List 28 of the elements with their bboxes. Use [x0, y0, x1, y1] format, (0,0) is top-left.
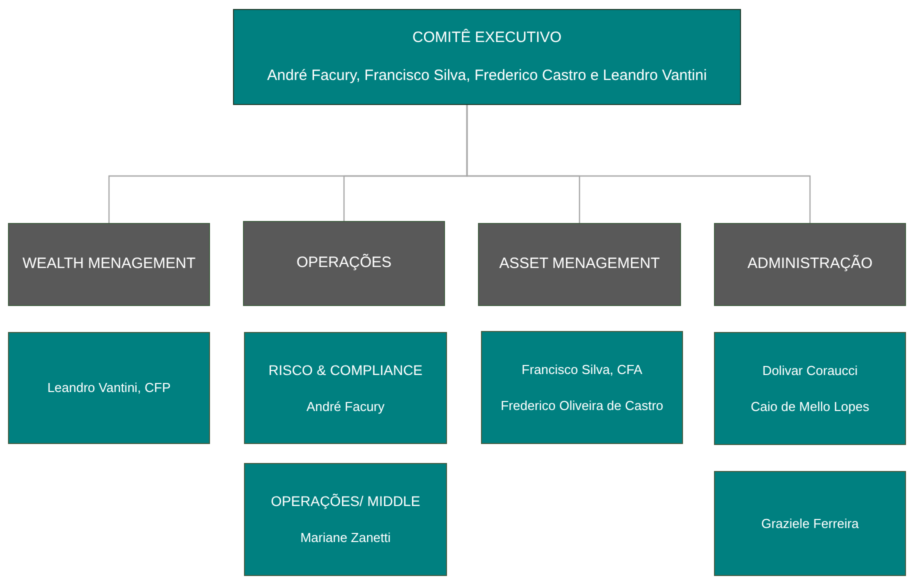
team-box: [8, 332, 210, 444]
department-box: [243, 221, 445, 306]
box-text: Frederico Oliveira de Castro: [500, 396, 664, 414]
box-text: Caio de Mello Lopes: [750, 398, 870, 416]
team-box: [244, 463, 447, 576]
box-text: Leandro Vantini, CFP: [47, 379, 171, 398]
box-text: André Facury: [306, 398, 385, 416]
team-box: [714, 332, 906, 445]
team-box: [481, 331, 683, 444]
connector-line: [466, 105, 811, 223]
box-text: Mariane Zanetti: [300, 529, 391, 548]
box-text: André Facury, Francisco Silva, Frederico Castro e Leandro Vantini: [267, 66, 707, 86]
box-heading: Dolivar Coraucci: [762, 362, 858, 380]
department-box: [8, 223, 210, 306]
box-text: WEALTH MENAGEMENT: [22, 254, 196, 274]
team-box: [244, 332, 447, 444]
box-text: ADMINISTRAÇÃO: [747, 254, 872, 274]
department-box: [714, 223, 906, 306]
team-box: [714, 471, 906, 576]
box-text: Graziele Ferreira: [761, 514, 859, 533]
box-text: ASSET MENAGEMENT: [499, 254, 660, 274]
committee-box: [233, 9, 741, 105]
box-text: OPERAÇÕES: [296, 252, 392, 274]
box-heading: COMITÊ EXECUTIVO: [412, 28, 562, 48]
box-heading: Francisco Silva, CFA: [522, 361, 642, 379]
department-box: [478, 223, 681, 306]
box-heading: OPERAÇÕES/ MIDDLE: [270, 492, 420, 512]
box-heading: RISCO & COMPLIANCE: [268, 360, 423, 380]
